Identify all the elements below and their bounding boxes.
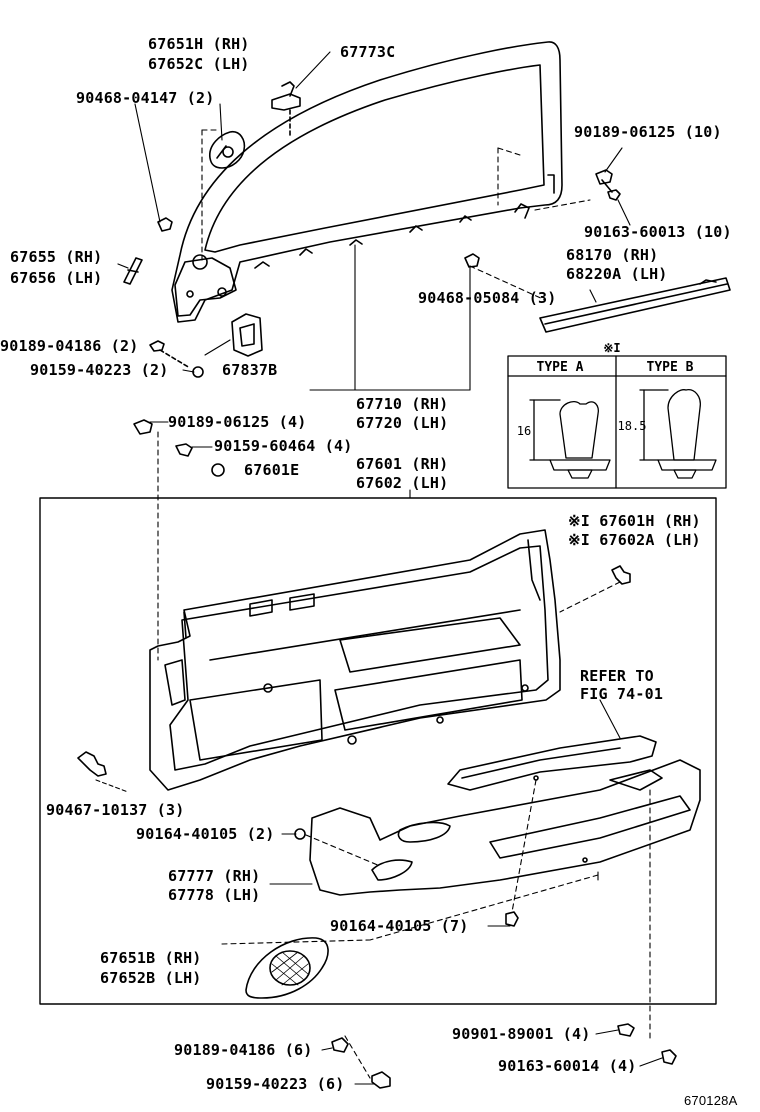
label-90163-60013: 90163-60013 (10): [584, 223, 732, 241]
label-90189-04186-2: 90189-04186 (2): [0, 337, 139, 355]
label-67720: 67720 (LH): [356, 414, 449, 432]
assembly-box: [39, 497, 717, 1005]
label-90189-06125-10: 90189-06125 (10): [574, 123, 722, 141]
label-refer-to: REFER TO: [580, 667, 654, 685]
door-trim-panel: [149, 529, 561, 791]
label-67652c: 67652C (LH): [148, 55, 250, 73]
inset-type-b-label: TYPE B: [647, 360, 694, 375]
inset-mark: ※I: [603, 341, 620, 355]
label-90468-04147: 90468-04147 (2): [76, 89, 215, 107]
label-fig-74-01: FIG 74-01: [580, 685, 664, 703]
label-67652b: 67652B (LH): [100, 969, 202, 987]
part-90468-05084-clip: [464, 253, 480, 268]
label-90467-10137: 90467-10137 (3): [46, 801, 185, 819]
clip-type-inset: [507, 355, 727, 489]
label-67778: 67778 (LH): [168, 886, 261, 904]
label-90159-60464: 90159-60464 (4): [214, 437, 353, 455]
label-67837b: 67837B: [222, 361, 278, 379]
figure-id: 670128A: [684, 1093, 738, 1108]
label-67655: 67655 (RH): [10, 248, 103, 266]
label-67777: 67777 (RH): [168, 867, 261, 885]
leader-dashes-upper: [157, 129, 621, 661]
inset-dimension-a: 16: [517, 424, 531, 438]
part-67837b: [231, 313, 263, 357]
label-90901-89001: 90901-89001 (4): [452, 1025, 591, 1043]
part-67651h-trim: [209, 130, 246, 169]
label-90164-40105-2: 90164-40105 (2): [136, 825, 275, 843]
part-mid-fasteners: [133, 419, 225, 477]
label-90189-04186-6: 90189-04186 (6): [174, 1041, 313, 1059]
part-68170-weatherstrip: [539, 277, 731, 333]
leader-lines-lower: [269, 699, 663, 1085]
label-90163-60014: 90163-60014 (4): [498, 1057, 637, 1075]
part-90468-04147-clip: [157, 217, 173, 232]
label-67601h: ※I 67601H (RH): [568, 512, 701, 530]
armrest-pad: [447, 735, 657, 791]
lower-trim-67777: [309, 759, 701, 896]
label-90159-40223-6: 90159-40223 (6): [206, 1075, 345, 1093]
label-67710: 67710 (RH): [356, 395, 449, 413]
label-67601: 67601 (RH): [356, 455, 449, 473]
part-90189-06125-top-clip: [595, 169, 621, 201]
inset-type-a-label: TYPE A: [537, 360, 584, 375]
label-90468-05084: 90468-05084 (3): [418, 289, 557, 307]
part-67601h-clip: [611, 565, 631, 585]
label-67651b: 67651B (RH): [100, 949, 202, 967]
label-68170: 68170 (RH): [566, 246, 659, 264]
label-67602: 67602 (LH): [356, 474, 449, 492]
label-67601e: 67601E: [244, 461, 300, 479]
label-67651h: 67651H (RH): [148, 35, 250, 53]
leader-lines-upper: [117, 51, 631, 391]
part-90467-clip: [77, 751, 129, 793]
leader-dashes-lower: [221, 779, 651, 1079]
label-67602a: ※I 67602A (LH): [568, 531, 701, 549]
label-90159-40223-2: 90159-40223 (2): [30, 361, 169, 379]
part-lower-screws: [294, 828, 677, 1089]
label-90189-06125-4: 90189-06125 (4): [168, 413, 307, 431]
label-67773c: 67773C: [340, 43, 396, 61]
label-68220a: 68220A (LH): [566, 265, 668, 283]
speaker-grille-67651b: [245, 937, 329, 999]
label-90164-40105-7: 90164-40105 (7): [330, 917, 469, 935]
part-67773c-clip: [271, 81, 301, 136]
window-frame: [171, 41, 563, 323]
inset-dimension-b: 18.5: [618, 419, 647, 433]
label-67656: 67656 (LH): [10, 269, 103, 287]
part-67655-strip: [123, 257, 143, 285]
